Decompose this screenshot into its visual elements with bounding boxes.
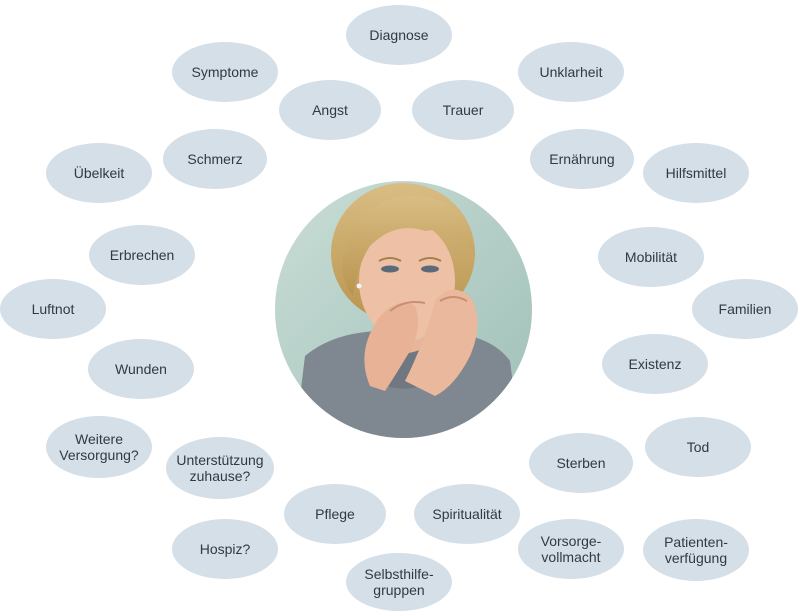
bubble-trauer: Trauer bbox=[412, 80, 514, 140]
bubble-existenz: Existenz bbox=[602, 334, 708, 394]
bubble-unterstuetzung: Unterstützung zuhause? bbox=[166, 437, 274, 499]
bubble-unklarheit: Unklarheit bbox=[518, 42, 624, 102]
bubble-diagnose: Diagnose bbox=[346, 5, 452, 65]
center-portrait-photo bbox=[275, 181, 532, 438]
bubble-symptome: Symptome bbox=[172, 42, 278, 102]
bubble-vorsorgevollmacht: Vorsorge- vollmacht bbox=[518, 519, 624, 579]
bubble-mobilitaet: Mobilität bbox=[598, 227, 704, 287]
bubble-patientenverfuegung: Patienten- verfügung bbox=[643, 519, 749, 581]
bubble-hospiz: Hospiz? bbox=[172, 519, 278, 579]
bubble-hilfsmittel: Hilfsmittel bbox=[643, 143, 749, 203]
bubble-wunden: Wunden bbox=[88, 339, 194, 399]
bubble-spiritualitaet: Spiritualität bbox=[414, 484, 520, 544]
bubble-uebelkeit: Übelkeit bbox=[46, 143, 152, 203]
bubble-ernaehrung: Ernährung bbox=[530, 129, 634, 189]
bubble-luftnot: Luftnot bbox=[0, 279, 106, 339]
bubble-erbrechen: Erbrechen bbox=[89, 225, 195, 285]
bubble-tod: Tod bbox=[645, 417, 751, 477]
bubble-schmerz: Schmerz bbox=[163, 129, 267, 189]
bubble-sterben: Sterben bbox=[529, 433, 633, 493]
bubble-pflege: Pflege bbox=[284, 484, 386, 544]
bubble-familien: Familien bbox=[692, 279, 798, 339]
bubble-selbsthilfegruppen: Selbsthilfe- gruppen bbox=[346, 553, 452, 611]
bubble-weitere-versorgung: Weitere Versorgung? bbox=[46, 416, 152, 478]
bubble-angst: Angst bbox=[279, 80, 381, 140]
